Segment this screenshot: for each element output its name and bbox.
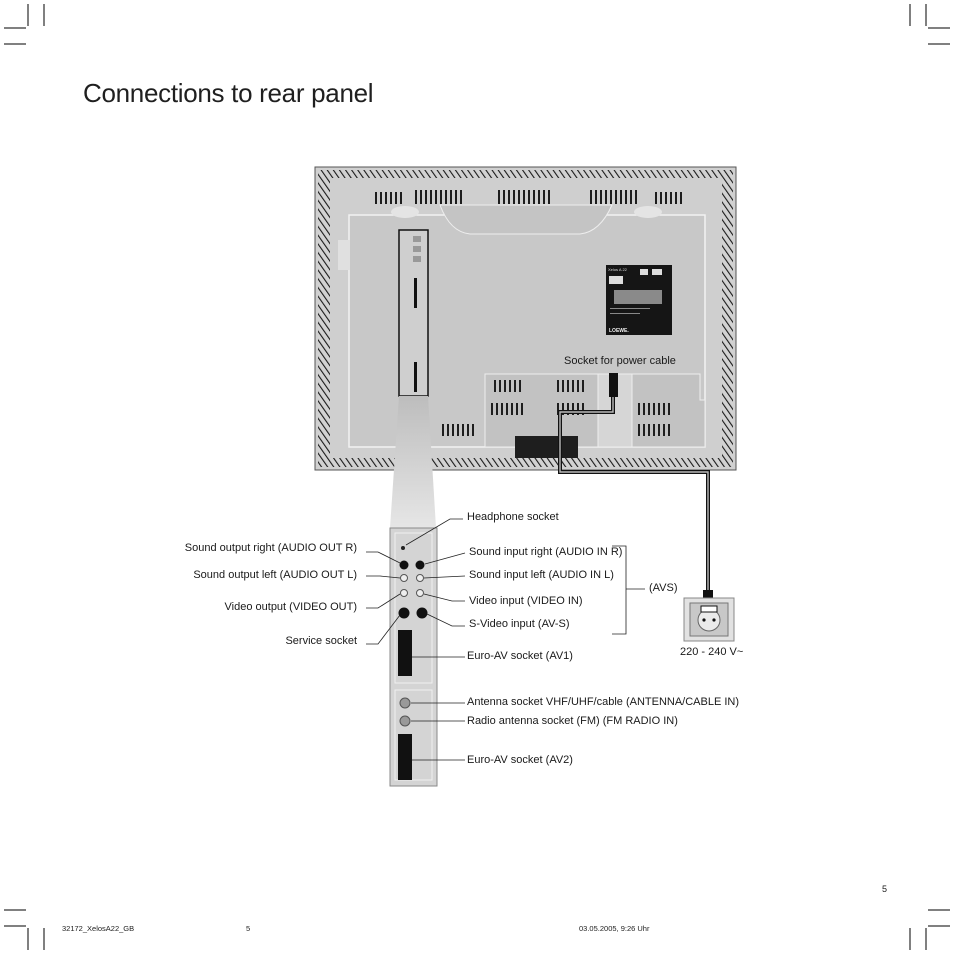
leader-lines: [366, 518, 645, 761]
audio-out-r-socket-icon: [399, 560, 409, 570]
audio-out-r-label: Sound output right (AUDIO OUT R): [184, 542, 357, 554]
radio-antenna-label: Radio antenna socket (FM) (FM RADIO IN): [467, 715, 678, 727]
mains-voltage-label: 220 - 240 V~: [680, 646, 744, 658]
rating-plate: Xelos A 22 LOEWE.: [606, 265, 672, 335]
svideo-in-label: S-Video input (AV-S): [469, 618, 570, 630]
rating-plate-model: Xelos A 22: [608, 267, 628, 272]
euro-av1-label: Euro-AV socket (AV1): [467, 650, 573, 662]
tv-rear-housing: [314, 166, 737, 471]
audio-out-l-socket-icon: [400, 574, 408, 582]
audio-out-l-label: Sound output left (AUDIO OUT L): [193, 569, 357, 581]
audio-in-l-socket-icon: [416, 574, 424, 582]
page-number: 5: [882, 884, 888, 894]
euro-av2-socket-icon: [398, 734, 412, 780]
svideo-socket-icon: [416, 607, 428, 619]
radio-antenna-socket-icon: [399, 715, 411, 727]
headphone-socket-icon: [401, 546, 405, 550]
footer-page: 5: [246, 924, 251, 933]
footer-file: 32172_XelosA22_GB: [62, 924, 135, 933]
video-in-label: Video input (VIDEO IN): [469, 595, 583, 607]
euro-av1-socket-icon: [398, 630, 412, 676]
magnification-beam: [390, 396, 436, 528]
audio-in-l-label: Sound input left (AUDIO IN L): [469, 569, 614, 581]
audio-in-r-label: Sound input right (AUDIO IN R): [469, 546, 623, 558]
video-out-label: Video output (VIDEO OUT): [224, 601, 357, 613]
service-socket-icon: [398, 607, 410, 619]
audio-in-r-socket-icon: [415, 560, 425, 570]
page-title: Connections to rear panel: [83, 78, 374, 108]
video-in-socket-icon: [416, 589, 424, 597]
footer-date: 03.05.2005, 9:26 Uhr: [579, 924, 650, 933]
power-socket-label: Socket for power cable: [564, 355, 676, 367]
video-out-socket-icon: [400, 589, 408, 597]
avs-group-label: (AVS): [649, 582, 678, 594]
rating-plate-brand: LOEWE.: [609, 328, 629, 334]
euro-av2-label: Euro-AV socket (AV2): [467, 754, 573, 766]
wall-outlet-icon: [683, 597, 735, 642]
headphone-label: Headphone socket: [467, 511, 559, 523]
antenna-socket-icon: [399, 697, 411, 709]
antenna-label: Antenna socket VHF/UHF/cable (ANTENNA/CA…: [467, 696, 740, 708]
service-socket-label: Service socket: [285, 635, 357, 647]
